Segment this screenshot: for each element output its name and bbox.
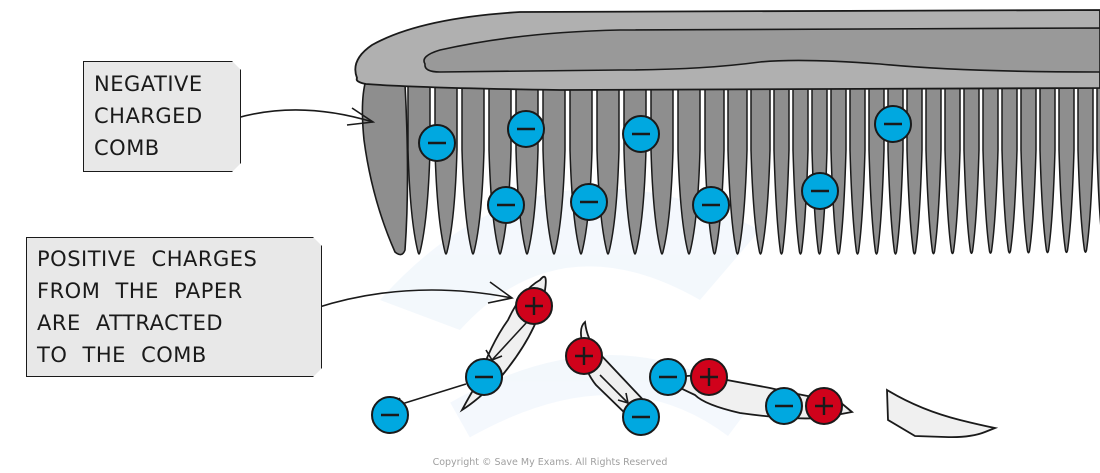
negative-charge — [570, 183, 608, 221]
comb-tooth — [830, 81, 847, 255]
negative-charge — [801, 172, 839, 210]
label-line: FROM THE PAPER — [37, 279, 243, 303]
label-positive-charges: POSITIVE CHARGES FROM THE PAPER ARE ATTR… — [26, 237, 322, 377]
comb-tooth — [1001, 81, 1018, 254]
comb-tooth — [811, 81, 828, 255]
comb-tooth — [1077, 81, 1094, 253]
comb-tooth — [1058, 81, 1075, 254]
negative-charge — [692, 186, 730, 224]
comb-tooth — [407, 81, 431, 255]
comb-tooth — [906, 81, 923, 255]
label-line: COMB — [94, 136, 160, 160]
comb-tooth — [542, 81, 566, 255]
copyright-notice: Copyright © Save My Exams. All Rights Re… — [432, 457, 668, 468]
comb-spine-groove — [423, 27, 1100, 73]
comb-tooth — [944, 81, 961, 255]
comb-tooth — [849, 81, 866, 255]
label-line: ARE ATTRACTED — [37, 311, 224, 335]
paper-charges — [371, 287, 843, 436]
label-line: TO THE COMB — [37, 343, 207, 367]
negative-charge — [465, 358, 503, 396]
positive-charge — [690, 358, 728, 396]
comb-tooth — [1096, 81, 1100, 226]
paper-piece-4 — [886, 388, 999, 439]
label-line: POSITIVE CHARGES — [37, 247, 258, 271]
arrow-to-comb — [230, 107, 376, 126]
comb-tooth — [868, 81, 885, 255]
comb-tooth — [982, 81, 999, 254]
negative-charge — [487, 186, 525, 224]
negative-charge — [874, 105, 912, 143]
negative-charge — [622, 115, 660, 153]
comb-tooth — [461, 81, 485, 255]
negative-charge — [649, 358, 687, 396]
negative-charge — [371, 396, 409, 434]
comb-tooth — [925, 81, 942, 255]
comb-tooth — [963, 81, 980, 255]
positive-charge — [515, 287, 553, 325]
negative-charge — [507, 110, 545, 148]
comb-tooth — [792, 81, 809, 255]
comb-tooth — [1020, 81, 1037, 254]
comb-tooth — [434, 81, 458, 255]
comb-charges — [418, 105, 912, 224]
negative-charge — [418, 124, 456, 162]
comb-tooth — [727, 81, 748, 255]
negative-charge — [622, 398, 660, 436]
label-negative-comb: NEGATIVE CHARGED COMB — [83, 61, 241, 172]
label-line: NEGATIVE — [94, 72, 203, 96]
label-line: CHARGED — [94, 104, 203, 128]
comb-end-tooth — [361, 79, 409, 256]
positive-charge — [805, 387, 843, 425]
positive-charge — [565, 337, 603, 375]
comb-tooth — [1039, 81, 1056, 254]
negative-charge — [765, 387, 803, 425]
comb-tooth — [773, 81, 790, 255]
comb-tooth — [750, 81, 771, 255]
